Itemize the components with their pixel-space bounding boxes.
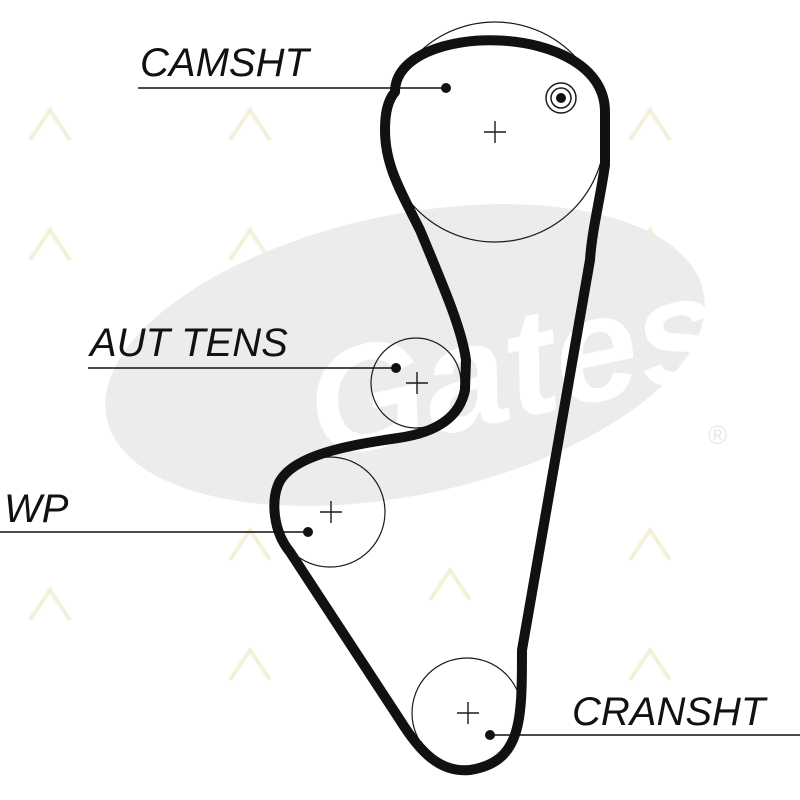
camshaft-label: CAMSHT bbox=[140, 41, 311, 85]
camshaft-center-mark bbox=[484, 121, 506, 143]
water-pump-dot bbox=[303, 527, 313, 537]
crankshaft-dot bbox=[485, 730, 495, 740]
leader-dots bbox=[303, 83, 495, 740]
watermark-ellipse bbox=[105, 204, 705, 506]
center-marks bbox=[320, 121, 506, 724]
camshaft-dot bbox=[441, 83, 451, 93]
tensioner-center-mark bbox=[406, 372, 428, 394]
water-pump-center-mark bbox=[320, 501, 342, 523]
water-pump-label: WP bbox=[4, 487, 69, 531]
tensioner-dot bbox=[391, 363, 401, 373]
leader-lines bbox=[0, 87, 800, 736]
registered-mark: ® bbox=[708, 420, 727, 450]
camshaft-timing-mark-icon bbox=[545, 82, 577, 114]
timing-belt bbox=[269, 35, 610, 776]
crankshaft-label: CRANSHT bbox=[572, 690, 768, 734]
crankshaft-center-mark bbox=[457, 702, 479, 724]
tensioner-label: AUT TENS bbox=[88, 321, 288, 365]
